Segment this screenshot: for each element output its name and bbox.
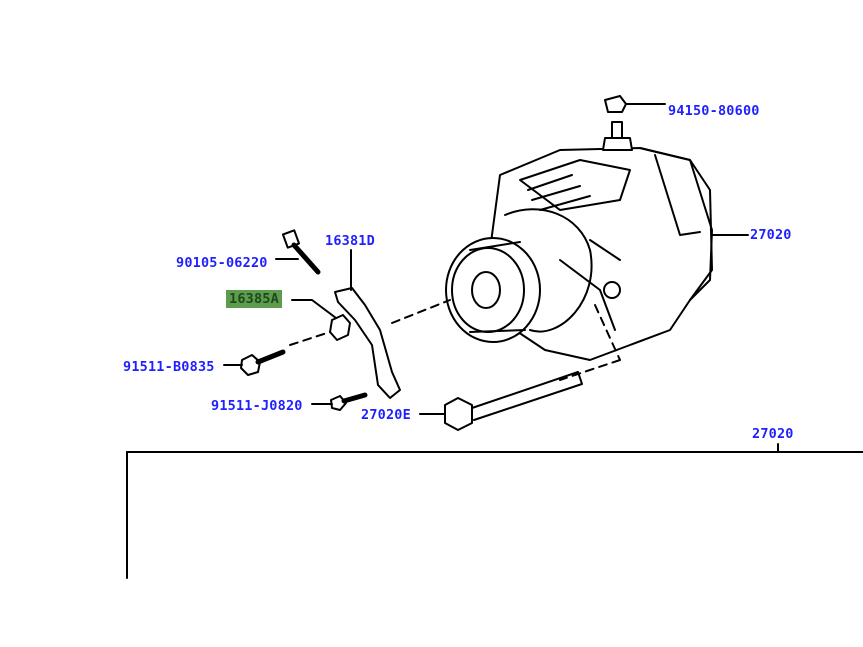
assembly-bracket-27020 xyxy=(126,443,863,579)
alignment-lines xyxy=(289,299,621,381)
part-label-27020-assembly[interactable]: 27020 xyxy=(752,426,794,442)
part-label-16385A-highlighted[interactable]: 16385A xyxy=(226,290,282,308)
part-label-94150-80600[interactable]: 94150-80600 xyxy=(668,103,760,119)
alternator-drawing xyxy=(445,121,713,361)
bolt-91511-J0820 xyxy=(311,392,368,411)
part-label-27020E[interactable]: 27020E xyxy=(361,407,411,423)
part-label-90105-06220[interactable]: 90105-06220 xyxy=(176,255,268,271)
part-label-91511-B0835[interactable]: 91511-B0835 xyxy=(123,359,215,375)
bracket-16381D xyxy=(334,249,401,399)
bolt-27020E xyxy=(419,371,583,431)
bolt-90105 xyxy=(275,229,321,275)
part-label-16381D[interactable]: 16381D xyxy=(325,233,375,249)
part-label-91511-J0820[interactable]: 91511-J0820 xyxy=(211,398,303,414)
part-label-27020-alternator[interactable]: 27020 xyxy=(750,227,792,243)
bolt-91511-B0835 xyxy=(223,349,286,376)
nut-94150 xyxy=(604,95,666,113)
